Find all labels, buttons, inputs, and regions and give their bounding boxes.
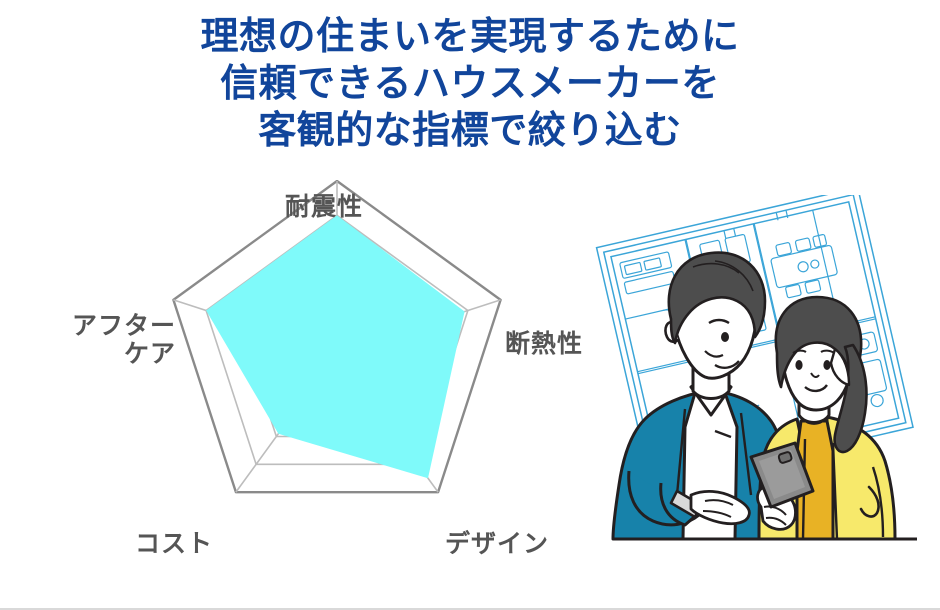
axis-label-aftercare-line-2: ケア	[123, 340, 176, 368]
axis-label-aftercare: アフター ケア	[46, 312, 176, 368]
axis-label-dannetsusei: 断熱性	[505, 330, 584, 358]
person-woman	[756, 295, 897, 541]
axis-label-design: デザイン	[445, 530, 550, 558]
title-line-1: 理想の住まいを実現するために	[200, 16, 740, 58]
axis-label-taishinsei: 耐震性	[285, 193, 364, 221]
smartphone-icon	[749, 441, 815, 509]
axis-label-cost: コスト	[135, 530, 214, 558]
title-line-3: 客観的な指標で絞り込む	[258, 110, 682, 153]
radar-ring-5	[172, 180, 502, 494]
page-title: 理想の住まいを実現するために 信頼できるハウスメーカーを 客観的な指標で絞り込む	[0, 14, 940, 155]
radar-series-polygon	[206, 215, 465, 479]
axis-label-aftercare-line-1: アフター	[71, 312, 176, 340]
radar-chart: 耐震性 断熱性 デザイン コスト アフター ケア	[30, 180, 600, 590]
illustration-couple-smartphone	[565, 195, 940, 570]
radar-chart-svg	[172, 180, 502, 494]
radar-ring-4	[205, 214, 469, 466]
illustration-svg	[595, 195, 917, 541]
title-line-2: 信頼できるハウスメーカーを	[220, 63, 720, 106]
